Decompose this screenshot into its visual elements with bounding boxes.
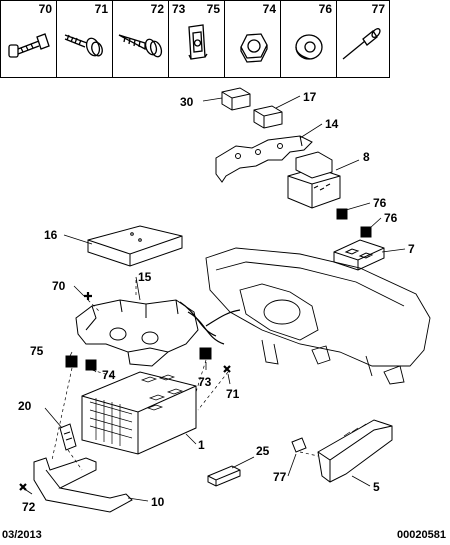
bolt-70-marker bbox=[84, 292, 92, 300]
connector-25 bbox=[207, 465, 241, 487]
relay-30 bbox=[221, 87, 251, 111]
washer-icon bbox=[295, 34, 323, 60]
clip-nut-icon bbox=[188, 24, 208, 60]
dashboard-outline bbox=[205, 247, 431, 385]
duct-5 bbox=[317, 419, 393, 483]
hardware-cell-77[interactable]: 77 bbox=[337, 1, 389, 77]
callout-17: 17 bbox=[303, 90, 317, 104]
callout-15: 15 bbox=[138, 270, 152, 284]
bolt-with-clip-icon bbox=[8, 33, 50, 58]
part-number: 76 bbox=[318, 2, 332, 16]
hardware-cell-76[interactable]: 76 bbox=[281, 1, 337, 77]
callout-74: 74 bbox=[102, 368, 116, 382]
callout-76-b: 76 bbox=[384, 211, 398, 225]
module-7 bbox=[333, 239, 385, 271]
fixing-76-a bbox=[336, 208, 348, 220]
screw-72-marker bbox=[19, 483, 27, 491]
fixing-74 bbox=[85, 359, 97, 371]
hardware-cell-72[interactable]: 72 bbox=[113, 1, 169, 77]
cover-16 bbox=[87, 225, 183, 267]
screw-71-marker bbox=[223, 365, 231, 373]
part-number: 73 bbox=[172, 2, 186, 16]
callout-70: 70 bbox=[52, 279, 66, 293]
callout-5: 5 bbox=[373, 480, 380, 494]
module-8 bbox=[287, 151, 341, 209]
hex-nut-icon bbox=[240, 33, 268, 63]
callout-30: 30 bbox=[180, 95, 194, 109]
flange-screw-icon bbox=[64, 34, 103, 57]
part-number: 75 bbox=[206, 2, 220, 16]
bracket-15 bbox=[75, 299, 199, 367]
callout-77: 77 bbox=[273, 470, 287, 484]
relay-17 bbox=[253, 105, 283, 129]
hardware-cell-71[interactable]: 71 bbox=[57, 1, 113, 77]
part-number: 70 bbox=[38, 2, 52, 16]
callout-71: 71 bbox=[226, 387, 240, 401]
hardware-cell-73-75[interactable]: 73 75 bbox=[169, 1, 225, 77]
fixing-75 bbox=[65, 355, 78, 368]
callout-72: 72 bbox=[22, 500, 36, 514]
fuse-box-1 bbox=[81, 371, 197, 455]
part-number: 72 bbox=[150, 2, 164, 16]
callout-25: 25 bbox=[256, 444, 270, 458]
callout-8: 8 bbox=[363, 150, 370, 164]
fixing-73 bbox=[199, 347, 212, 360]
rivet-77 bbox=[291, 437, 307, 453]
part-number: 71 bbox=[94, 2, 108, 16]
fixing-76-b bbox=[360, 226, 372, 238]
callout-14: 14 bbox=[325, 117, 339, 131]
clip-20 bbox=[59, 423, 77, 451]
callout-73: 73 bbox=[198, 375, 212, 389]
footer-reference: 00020581 bbox=[397, 529, 446, 541]
part-number: 74 bbox=[262, 2, 276, 16]
hardware-parts-bar: 70 71 72 bbox=[0, 0, 390, 78]
callout-1: 1 bbox=[198, 438, 205, 452]
rivet-icon bbox=[342, 28, 381, 60]
self-tapping-screw-icon bbox=[118, 34, 163, 58]
bracket-10 bbox=[33, 457, 133, 513]
callout-20: 20 bbox=[18, 399, 32, 413]
part-number: 77 bbox=[371, 2, 385, 16]
callout-76-a: 76 bbox=[373, 196, 387, 210]
footer-date: 03/2013 bbox=[2, 529, 42, 541]
callout-16: 16 bbox=[44, 228, 58, 242]
hardware-cell-70[interactable]: 70 bbox=[1, 1, 57, 77]
hardware-cell-74[interactable]: 74 bbox=[225, 1, 281, 77]
callout-10: 10 bbox=[151, 495, 165, 509]
callout-75: 75 bbox=[30, 344, 44, 358]
callout-7: 7 bbox=[408, 242, 415, 256]
